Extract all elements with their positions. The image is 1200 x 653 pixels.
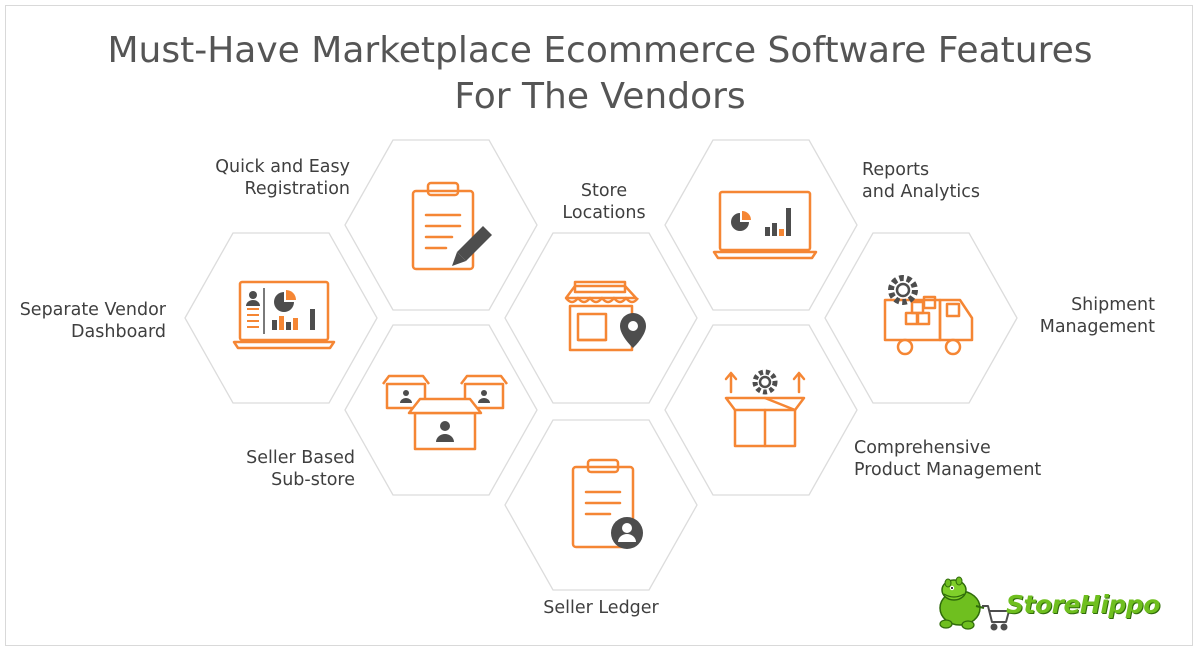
- ledger-user-badge: [611, 517, 643, 549]
- label-shipment: Shipment Management: [1039, 295, 1155, 337]
- pencil-icon: [452, 226, 492, 266]
- hex-dashboard: [184, 232, 378, 404]
- delivery-truck-gear-icon: [883, 295, 974, 356]
- product-gear-icon: [752, 369, 778, 395]
- hex-registration: [344, 139, 538, 311]
- gear-icon: [888, 275, 918, 305]
- hex-store-locations: [504, 232, 698, 404]
- hex-ledger: [504, 419, 698, 591]
- diagram-title: Must-Have Marketplace Ecommerce Software…: [0, 28, 1200, 120]
- hex-product-mgmt: [664, 324, 858, 496]
- title-line-2: For The Vendors: [454, 76, 746, 117]
- vendor-dashboard-icon: [232, 280, 336, 350]
- hex-reports: [664, 139, 858, 311]
- logo-wordmark[interactable]: StoreHippo: [1006, 590, 1160, 619]
- clipboard-pencil-icon: [411, 181, 475, 271]
- label-reports: Reports and Analytics: [862, 160, 980, 202]
- analytics-charts: [731, 208, 791, 236]
- label-ledger: Seller Ledger: [543, 598, 659, 618]
- clipboard-user-icon: [571, 458, 635, 549]
- location-pin-icon: [620, 313, 646, 348]
- laptop-analytics-icon: [712, 190, 818, 260]
- label-registration: Quick and Easy Registration: [215, 157, 350, 199]
- box-gear-icon: [724, 371, 806, 448]
- seller-person-icons: [400, 390, 490, 442]
- title-line-1: Must-Have Marketplace Ecommerce Software…: [107, 30, 1093, 71]
- label-store-locations: Store Locations: [562, 181, 646, 223]
- label-substore: Seller Based Sub-store: [246, 448, 355, 490]
- hex-substore: [344, 324, 538, 496]
- hex-shipment: [824, 232, 1018, 404]
- hippo-mascot-cart-icon: [939, 576, 1010, 631]
- dashboard-charts: [246, 290, 315, 330]
- diagram-frame: [5, 5, 1193, 646]
- label-product-mgmt: Comprehensive Product Management: [854, 438, 1042, 480]
- label-dashboard: Separate Vendor Dashboard: [19, 300, 166, 342]
